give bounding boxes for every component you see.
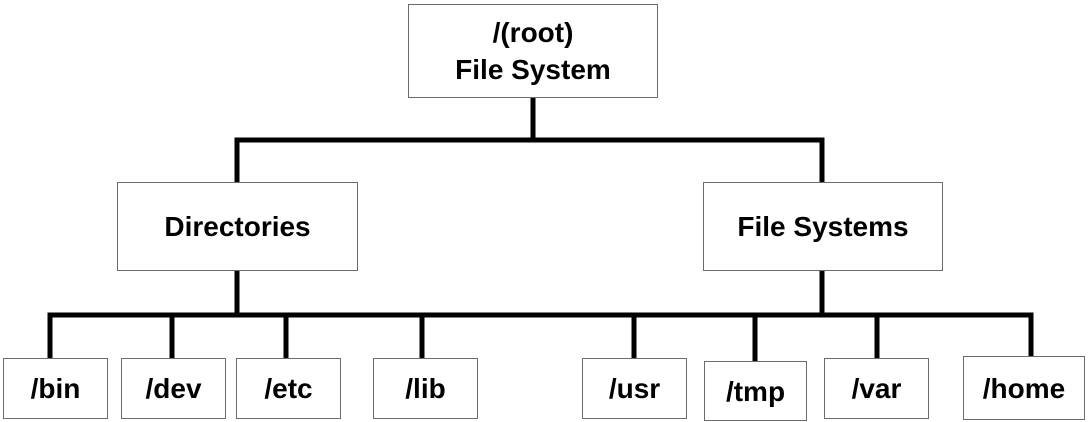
node-label: /dev [145,373,202,404]
root-label-line2: File System [455,54,611,85]
node-usr: /usr [582,358,687,419]
node-file-systems: File Systems [703,182,943,271]
root-label-line1: /(root) [492,17,574,48]
node-etc: /etc [236,358,341,419]
node-label: /lib [405,373,446,404]
node-label: File Systems [737,211,909,242]
node-label: /home [982,372,1066,404]
node-label: /var [851,373,902,404]
node-label: /usr [608,373,661,404]
node-lib: /lib [373,358,478,419]
node-root-file-system: /(root) File System [408,4,658,98]
node-bin: /bin [3,358,108,419]
connector-path [47,95,1034,364]
node-tmp: /tmp [704,361,807,421]
node-label: /etc [264,373,313,404]
node-home: /home [963,356,1085,420]
node-label: /tmp [725,375,786,407]
node-label: /bin [30,373,81,404]
node-directories: Directories [117,182,358,271]
node-dev: /dev [121,358,226,419]
node-var: /var [824,358,929,419]
node-label: Directories [164,211,311,242]
